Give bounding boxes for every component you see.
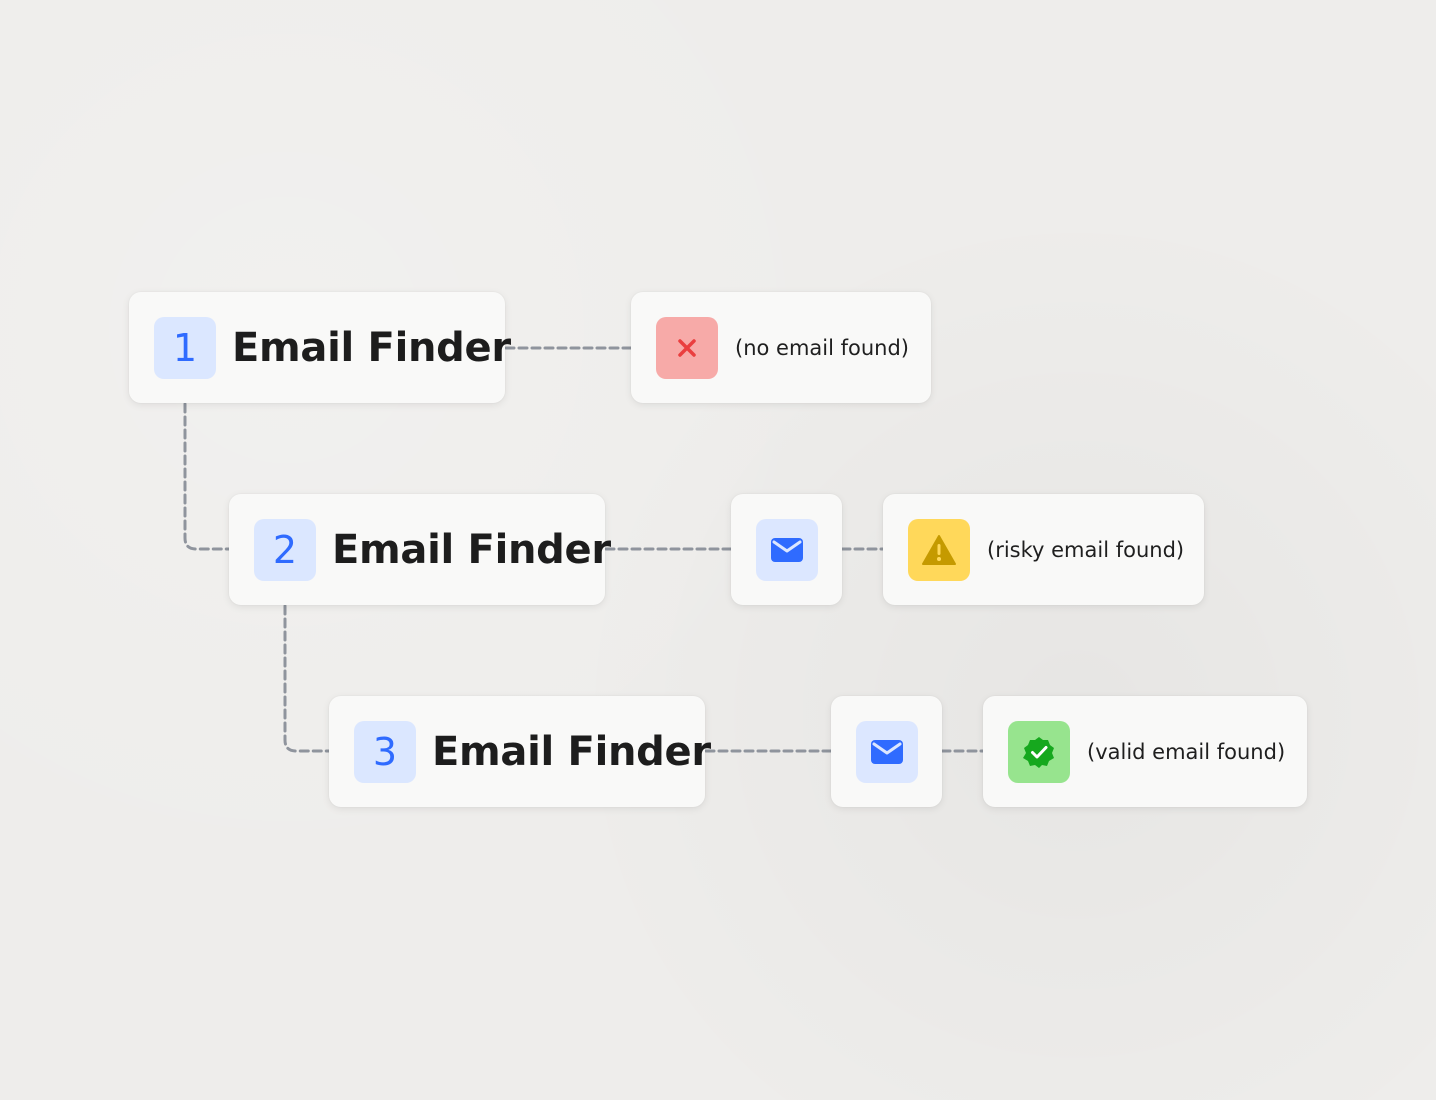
result-text: (valid email found): [1087, 739, 1286, 764]
step-number-badge: 2: [254, 518, 316, 581]
result-text: (risky email found): [987, 537, 1185, 562]
x-icon: [656, 316, 718, 379]
email-finder-step-1: 1 Email Finder: [129, 292, 511, 403]
step-title: Email Finder: [332, 526, 611, 573]
step-number: 1: [172, 325, 198, 370]
connector-step1-to-step2: [183, 402, 231, 551]
envelope-icon: [855, 720, 918, 783]
step-number-badge: 3: [354, 720, 416, 783]
envelope-icon: [755, 518, 818, 581]
step-title: Email Finder: [432, 728, 711, 775]
connector-step2-to-step3: [283, 604, 331, 753]
email-message-card-2: [831, 696, 942, 807]
step-number: 3: [372, 729, 398, 774]
email-finder-step-3: 3 Email Finder: [329, 696, 711, 807]
result-text: (no email found): [735, 335, 909, 360]
email-message-card-1: [731, 494, 842, 605]
verified-check-icon: [1008, 720, 1070, 783]
result-no-email: (no email found): [631, 292, 931, 403]
result-valid-email: (valid email found): [983, 696, 1307, 807]
result-risky-email: (risky email found): [883, 494, 1204, 605]
step-number-badge: 1: [154, 316, 216, 379]
step-number: 2: [272, 527, 298, 572]
step-title: Email Finder: [232, 324, 511, 371]
email-finder-step-2: 2 Email Finder: [229, 494, 611, 605]
warning-icon: [908, 518, 970, 581]
